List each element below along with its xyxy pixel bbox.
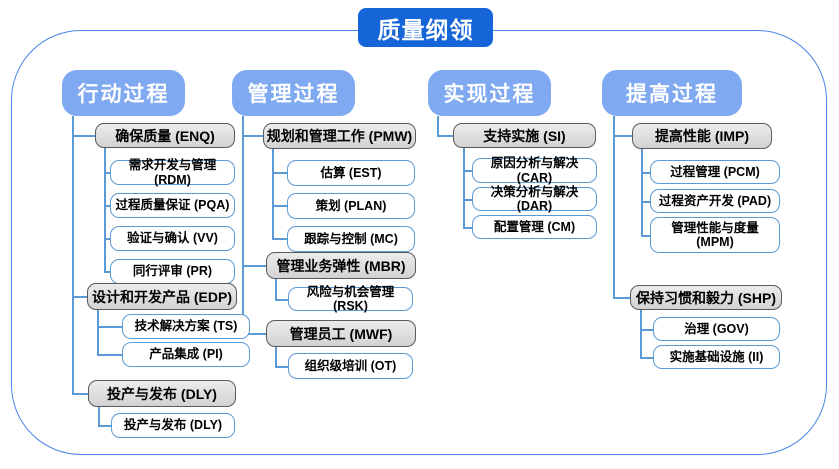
connector [437, 116, 439, 136]
node-rsk: 风险与机会管理 (RSK) [288, 285, 413, 313]
connector [463, 170, 472, 172]
node-ts: 技术解决方案 (TS) [122, 314, 250, 339]
connector [641, 235, 650, 237]
node-est: 估算 (EST) [287, 160, 415, 186]
node-ii: 实施基础设施 (II) [653, 345, 780, 369]
node-si: 支持实施 (SI) [453, 123, 596, 148]
node-mbr: 管理业务弹性 (MBR) [266, 252, 416, 279]
connector [613, 116, 615, 298]
node-vv: 验证与确认 (VV) [110, 226, 235, 251]
header-realization-process: 实现过程 [428, 70, 551, 116]
connector [275, 347, 277, 367]
node-pqa: 过程质量保证 (PQA) [110, 193, 235, 218]
connector [275, 299, 288, 301]
connector [72, 135, 95, 137]
connector [104, 238, 110, 240]
connector [72, 393, 88, 395]
connector [272, 149, 274, 240]
connector [97, 310, 99, 355]
connector [272, 238, 287, 240]
node-enq: 确保质量 (ENQ) [95, 123, 235, 148]
diagram-title: 质量纲领 [358, 8, 493, 47]
connector [242, 116, 244, 334]
connector [98, 407, 100, 426]
connector [72, 296, 87, 298]
node-ot: 组织级培训 (OT) [288, 353, 413, 379]
connector [242, 333, 266, 335]
connector [463, 227, 472, 229]
node-edp: 设计和开发产品 (EDP) [87, 283, 237, 310]
connector [463, 148, 465, 228]
node-cm: 配置管理 (CM) [472, 215, 597, 239]
node-pr: 同行评审 (PR) [110, 259, 235, 284]
connector [98, 425, 111, 427]
connector [104, 271, 110, 273]
header-improvement-process: 提高过程 [602, 70, 742, 116]
header-management-process: 管理过程 [232, 70, 355, 116]
node-plan: 策划 (PLAN) [287, 193, 415, 219]
connector [613, 135, 632, 137]
node-mpm: 管理性能与度量 (MPM) [650, 217, 780, 253]
header-action-process: 行动过程 [62, 70, 185, 116]
connector [97, 326, 122, 328]
connector [437, 135, 453, 137]
connector [640, 357, 653, 359]
node-mc: 跟踪与控制 (MC) [287, 226, 415, 252]
connector [275, 366, 288, 368]
connector [640, 329, 653, 331]
connector [275, 279, 277, 300]
node-mwf: 管理员工 (MWF) [266, 320, 416, 347]
node-pi: 产品集成 (PI) [122, 342, 250, 367]
node-car: 原因分析与解决 (CAR) [472, 156, 597, 185]
node-dar: 决策分析与解决 (DAR) [472, 185, 597, 213]
connector [272, 205, 287, 207]
connector [97, 354, 122, 356]
node-dly: 投产与发布 (DLY) [88, 380, 236, 407]
connector [104, 172, 110, 174]
connector [72, 116, 74, 394]
node-pad: 过程资产开发 (PAD) [650, 189, 780, 213]
node-gov: 治理 (GOV) [653, 317, 780, 341]
connector [463, 199, 472, 201]
connector [613, 297, 630, 299]
connector [242, 135, 263, 137]
connector [641, 149, 643, 236]
connector [104, 205, 110, 207]
connector [242, 265, 266, 267]
node-pmw: 规划和管理工作 (PMW) [263, 123, 416, 149]
connector [104, 148, 106, 273]
node-imp: 提高性能 (IMP) [632, 123, 772, 149]
connector [641, 201, 650, 203]
node-shp: 保持习惯和毅力 (SHP) [630, 285, 782, 310]
connector [641, 172, 650, 174]
node-rdm: 需求开发与管理 (RDM) [110, 158, 235, 187]
connector [640, 309, 642, 358]
node-pcm: 过程管理 (PCM) [650, 160, 780, 184]
connector [272, 172, 287, 174]
node-dly-child: 投产与发布 (DLY) [111, 413, 235, 438]
